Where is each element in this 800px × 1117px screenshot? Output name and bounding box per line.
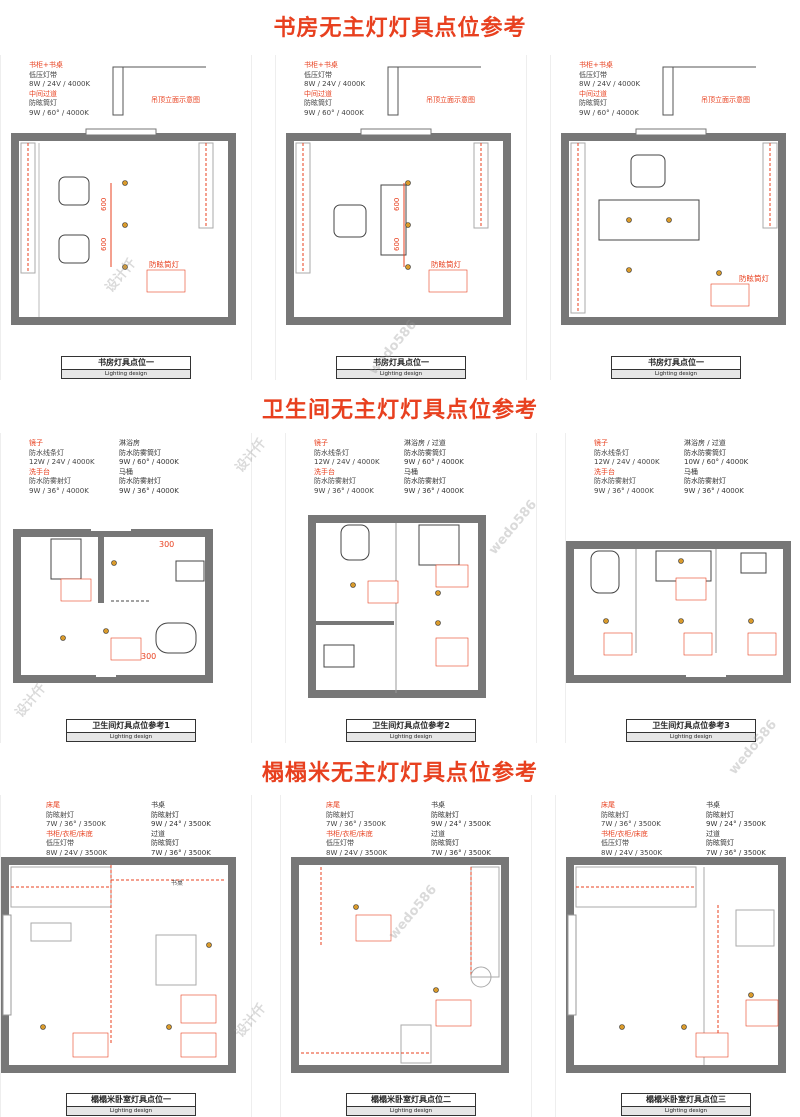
fixture-label: 防眩筒灯 [431, 259, 461, 269]
downlight [716, 270, 722, 276]
dim-label: 600 [393, 238, 401, 251]
bath-spec-3-left: 镜子 防水线条灯 12W / 24V / 4000K 洗手台 防水防雾射灯 9W… [594, 439, 660, 495]
downlight [626, 267, 632, 273]
dim-label: 300 [141, 652, 156, 661]
downlight [122, 222, 128, 228]
dim-label: 600 [100, 238, 108, 251]
bath-floorplan-2 [308, 515, 486, 698]
study-panel-2: 书柜+书桌 低压灯带 8W / 24V / 4000K 中间过道 防眩筒灯 9W… [275, 55, 527, 380]
study-floorplan-1: 600 600 防眩筒灯 [11, 66, 236, 325]
section-title-study: 书房无主灯灯具点位参考 [273, 16, 527, 41]
study-spec-3: 书柜+书桌 低压灯带 8W / 24V / 4000K 中间过道 防眩筒灯 9W… [579, 61, 641, 117]
bath-spec-1-right: 淋浴房 防水防雾筒灯 9W / 60° / 4000K 马桶 防水防雾射灯 9W… [119, 439, 179, 495]
study-caption-1: 书房灯具点位一 Lighting design [61, 356, 191, 379]
study-spec-2: 书柜+书桌 低压灯带 8W / 24V / 4000K 中间过道 防眩筒灯 9W… [304, 61, 366, 117]
tatami-panel-3: 床尾 防眩射灯 7W / 36° / 3500K 书柜/衣柜/床底 低压灯带 8… [555, 795, 800, 1117]
tatami-panel-1: 床尾 防眩射灯 7W / 36° / 3500K 书柜/衣柜/床底 低压灯带 8… [0, 795, 252, 1117]
downlight [405, 222, 411, 228]
tatami-spec-3-left: 床尾 防眩射灯 7W / 36° / 3500K 书柜/衣柜/床底 低压灯带 8… [601, 801, 663, 857]
tatami-caption-3: 榻榻米卧室灯具点位三 Lighting design [621, 1093, 751, 1116]
tatami-caption-2: 榻榻米卧室灯具点位二 Lighting design [346, 1093, 476, 1116]
study-spec-1: 书柜+书桌 低压灯带 8W / 24V / 4000K 中间过道 防眩筒灯 9W… [29, 61, 91, 117]
spotlight [206, 942, 212, 948]
tatami-spec-1-left: 床尾 防眩射灯 7W / 36° / 3500K 书柜/衣柜/床底 低压灯带 8… [46, 801, 108, 857]
spotlight [433, 987, 439, 993]
spotlight [748, 992, 754, 998]
study-caption-3: 书房灯具点位一 Lighting design [611, 356, 741, 379]
spotlight [40, 1024, 46, 1030]
study-panel-1: 书柜+书桌 低压灯带 8W / 24V / 4000K 中间过道 防眩筒灯 9W… [0, 55, 252, 380]
study-floorplan-3: 防眩筒灯 [561, 66, 786, 325]
downlight [748, 618, 754, 624]
downlight [122, 264, 128, 270]
bath-caption-2: 卫生间灯具点位参考2 Lighting design [346, 719, 476, 742]
downlight [405, 180, 411, 186]
downlight [405, 264, 411, 270]
tatami-panel-2: 床尾 防眩射灯 7W / 36° / 3500K 书柜/衣柜/床底 低压灯带 8… [280, 795, 532, 1117]
bath-spec-2-right: 淋浴房 / 过道 防水防雾筒灯 9W / 60° / 4000K 马桶 防水防雾… [404, 439, 464, 495]
desk-label: 书桌 [171, 879, 183, 887]
bath-spec-1-left: 镜子 防水线条灯 12W / 24V / 4000K 洗手台 防水防雾射灯 9W… [29, 439, 95, 495]
ceiling-label: 吊顶立面示意图 [426, 96, 475, 104]
fixture-label: 防眩筒灯 [149, 259, 179, 269]
downlight [350, 582, 356, 588]
spotlight [681, 1024, 687, 1030]
bath-panel-3: 镜子 防水线条灯 12W / 24V / 4000K 洗手台 防水防雾射灯 9W… [565, 433, 800, 743]
study-caption-2: 书房灯具点位一 Lighting design [336, 356, 466, 379]
section-title-tatami: 榻榻米无主灯灯具点位参考 [261, 761, 538, 786]
downlight [60, 635, 66, 641]
downlight [678, 558, 684, 564]
downlight [666, 217, 672, 223]
downlight [603, 618, 609, 624]
dim-label: 600 [393, 198, 401, 211]
bath-panel-2: 镜子 防水线条灯 12W / 24V / 4000K 洗手台 防水防雾射灯 9W… [285, 433, 537, 743]
bath-caption-1: 卫生间灯具点位参考1 Lighting design [66, 719, 196, 742]
spotlight [619, 1024, 625, 1030]
bath-floorplan-3 [566, 541, 791, 683]
downlight [626, 217, 632, 223]
tatami-spec-1-right: 书桌 防眩射灯 9W / 24° / 3500K 过道 防眩筒灯 7W / 36… [151, 801, 211, 857]
downlight [435, 620, 441, 626]
study-floorplan-2: 600 600 防眩筒灯 [286, 66, 511, 325]
dim-label: 600 [100, 198, 108, 211]
shower-light [111, 560, 117, 566]
tatami-floorplan-2 [291, 857, 509, 1073]
downlight [678, 618, 684, 624]
tatami-floorplan-1: 书桌 [1, 857, 236, 1073]
tatami-spec-2-right: 书桌 防眩射灯 9W / 24° / 3500K 过道 防眩筒灯 7W / 36… [431, 801, 491, 857]
downlight [122, 180, 128, 186]
tatami-caption-1: 榻榻米卧室灯具点位一 Lighting design [66, 1093, 196, 1116]
study-panel-3: 书柜+书桌 低压灯带 8W / 24V / 4000K 中间过道 防眩筒灯 9W… [550, 55, 800, 380]
bath-panel-1: 镜子 防水线条灯 12W / 24V / 4000K 洗手台 防水防雾射灯 9W… [0, 433, 252, 743]
fixture-label: 防眩筒灯 [739, 273, 769, 283]
tatami-spec-3-right: 书桌 防眩射灯 9W / 24° / 3500K 过道 防眩筒灯 7W / 36… [706, 801, 766, 857]
bath-spec-2-left: 镜子 防水线条灯 12W / 24V / 4000K 洗手台 防水防雾射灯 9W… [314, 439, 380, 495]
bath-spec-3-right: 淋浴房 / 过道 防水防雾筒灯 10W / 60° / 4000K 马桶 防水防… [684, 439, 749, 495]
tatami-spec-2-left: 床尾 防眩射灯 7W / 36° / 3500K 书柜/衣柜/床底 低压灯带 8… [326, 801, 388, 857]
ceiling-label: 吊顶立面示意图 [151, 96, 200, 104]
section-title-bathroom: 卫生间无主灯灯具点位参考 [261, 398, 538, 423]
ceiling-label: 吊顶立面示意图 [701, 96, 750, 104]
dim-label: 300 [159, 540, 174, 549]
spotlight [166, 1024, 172, 1030]
downlight [435, 590, 441, 596]
tatami-floorplan-3 [566, 857, 786, 1073]
bath-caption-3: 卫生间灯具点位参考3 Lighting design [626, 719, 756, 742]
spotlight [353, 904, 359, 910]
bath-floorplan-1: 300 300 [13, 525, 213, 683]
downlight [103, 628, 109, 634]
